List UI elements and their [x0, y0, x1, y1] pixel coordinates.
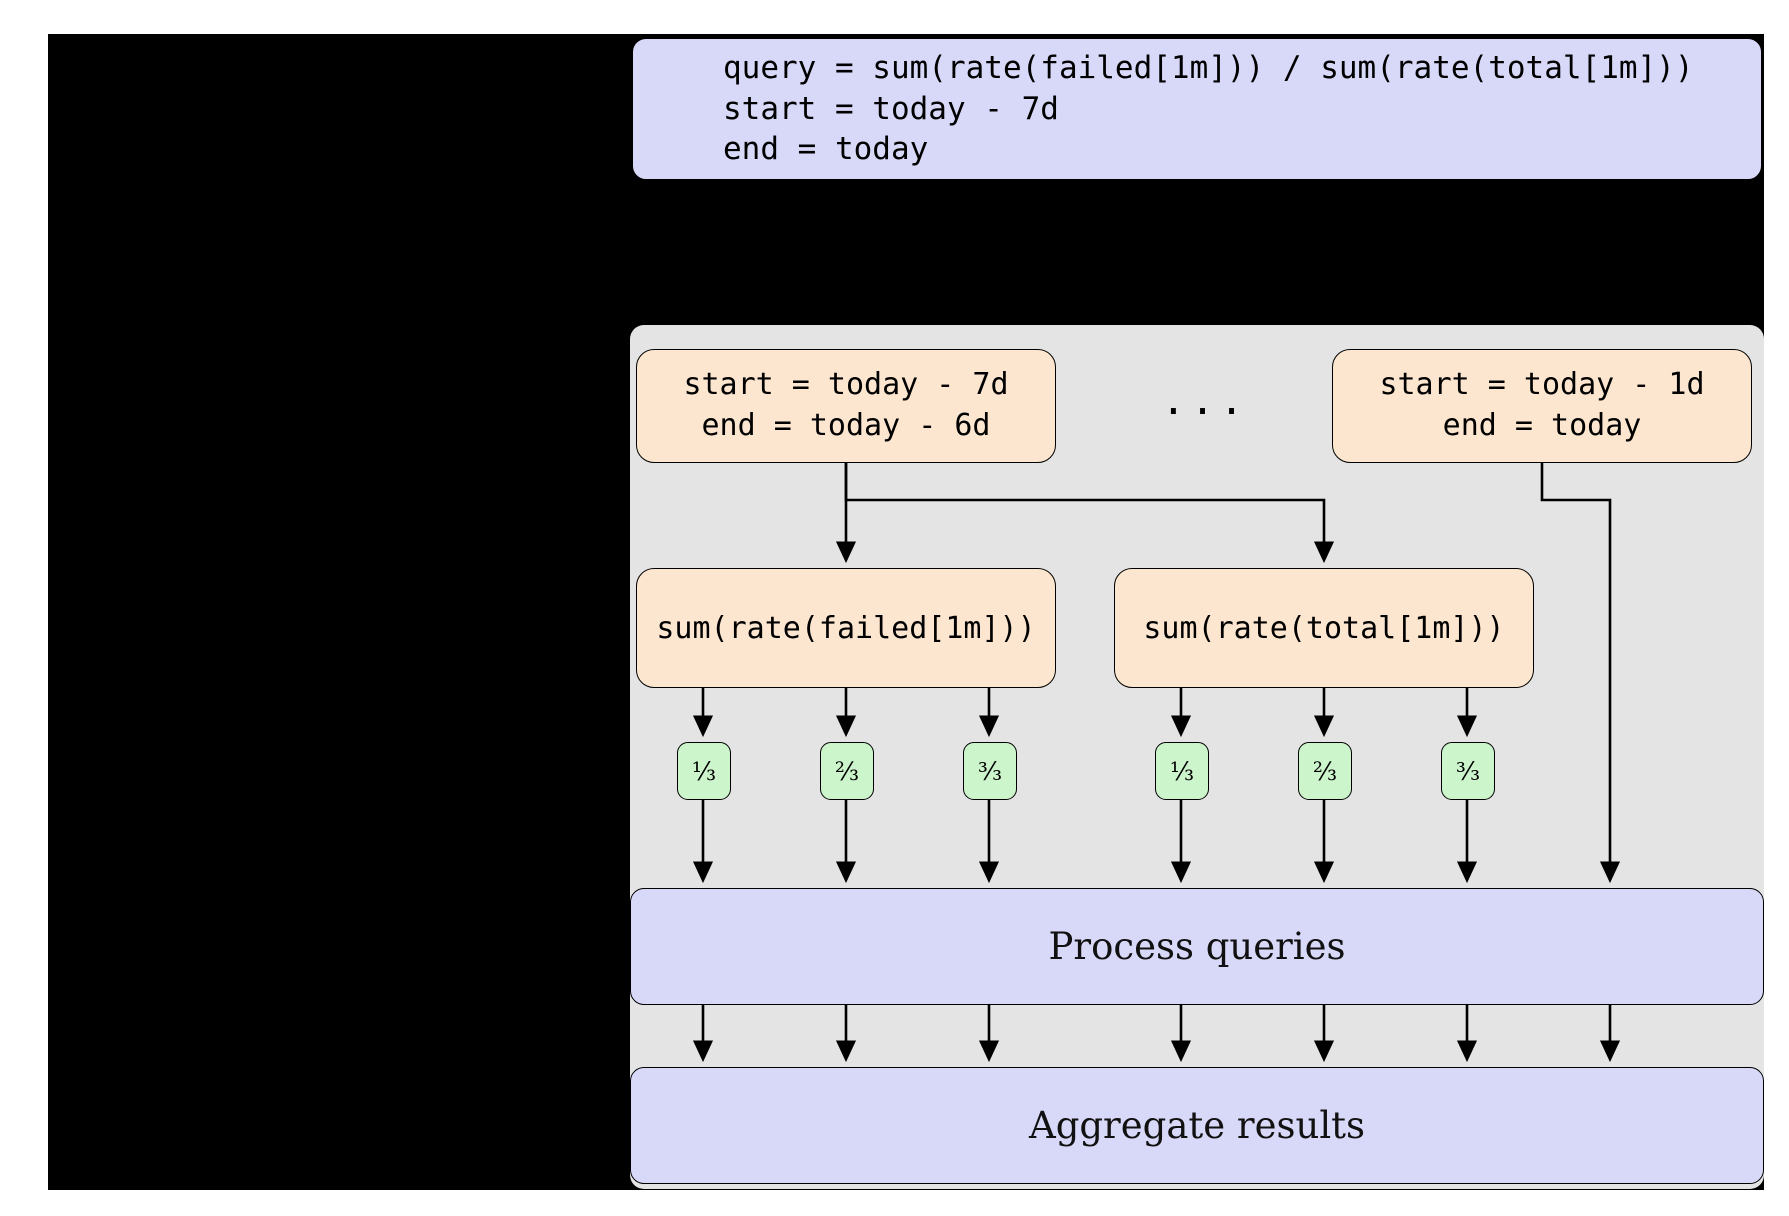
stage-process-label: Process queries	[1048, 925, 1346, 968]
query-line-expression: query = sum(rate(failed[1m])) / sum(rate…	[723, 49, 1694, 86]
chunk-node-total-2: ⅔	[1298, 742, 1352, 800]
query-definition-box: query = sum(rate(failed[1m])) / sum(rate…	[632, 38, 1762, 180]
subquery-box-total: sum(rate(total[1m]))	[1114, 568, 1534, 688]
page-margin-right	[1764, 0, 1789, 1216]
subquery-total-label: sum(rate(total[1m]))	[1143, 610, 1505, 646]
time-range-first-end: end = today - 6d	[701, 408, 991, 443]
stage-aggregate-label: Aggregate results	[1028, 1104, 1366, 1147]
time-range-first-start: start = today - 7d	[683, 367, 1009, 403]
chunk-label: ³⁄₃	[977, 756, 1003, 786]
time-range-last-end: end = today	[1442, 408, 1642, 443]
chunk-label: ⅔	[1312, 756, 1338, 786]
chunk-label: ⅓	[1169, 756, 1195, 786]
page-margin-left	[0, 0, 48, 1216]
chunk-node-failed-3: ³⁄₃	[963, 742, 1017, 800]
time-range-box-last: start = today - 1d end = today	[1332, 349, 1752, 463]
time-range-ellipsis: ...	[1161, 378, 1249, 424]
stage-process-queries: Process queries	[630, 888, 1764, 1005]
query-line-start: start = today - 7d	[723, 90, 1059, 127]
time-range-box-first: start = today - 7d end = today - 6d	[636, 349, 1056, 463]
stage-aggregate-results: Aggregate results	[630, 1067, 1764, 1184]
chunk-node-failed-1: ⅓	[677, 742, 731, 800]
chunk-label: ⅔	[834, 756, 860, 786]
chunk-label: ⅓	[691, 756, 717, 786]
chunk-node-total-3: ³⁄₃	[1441, 742, 1495, 800]
subquery-failed-label: sum(rate(failed[1m]))	[656, 610, 1036, 646]
query-line-end: end = today	[723, 131, 929, 168]
chunk-node-total-1: ⅓	[1155, 742, 1209, 800]
time-range-last-start: start = today - 1d	[1379, 367, 1705, 403]
chunk-node-failed-2: ⅔	[820, 742, 874, 800]
page-margin-top	[0, 0, 1789, 34]
subquery-box-failed: sum(rate(failed[1m]))	[636, 568, 1056, 688]
chunk-label: ³⁄₃	[1455, 756, 1481, 786]
page-margin-bottom	[0, 1190, 1789, 1216]
